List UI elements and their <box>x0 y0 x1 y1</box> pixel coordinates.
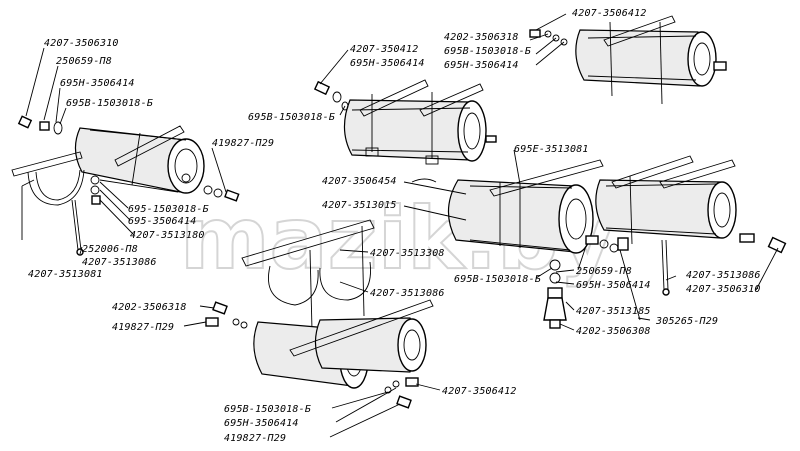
label-a5: 419827-П29 <box>212 138 274 149</box>
label-d13: 305265-П29 <box>655 316 718 327</box>
label-b2: 695Н-3506414 <box>350 58 425 69</box>
label-d2: 4207-3506454 <box>322 176 397 187</box>
label-e1: 4202-3506318 <box>112 302 187 313</box>
leader-lines <box>21 13 779 438</box>
air-receiver-upper-left <box>11 115 240 256</box>
label-a3: 695Н-3506414 <box>60 78 135 89</box>
label-c2: 4202-3506318 <box>444 32 519 43</box>
label-d12: 4202-3506308 <box>576 326 651 337</box>
label-e2: 419827-П29 <box>112 322 174 333</box>
label-e4: 695В-1503018-Б <box>224 404 311 415</box>
label-a9: 252006-П8 <box>82 244 138 255</box>
label-c1: 4207-3506412 <box>572 8 647 19</box>
label-d6: 4207-3513308 <box>370 248 445 259</box>
label-b1: 4207-350412 <box>350 44 418 55</box>
air-receiver-top-right <box>529 15 727 105</box>
label-a2: 250659-П8 <box>56 56 112 67</box>
air-receiver-right <box>595 155 787 296</box>
label-b3: 695В-1503018-Б <box>248 112 335 123</box>
air-receiver-middle-right <box>447 159 629 254</box>
label-c3: 695В-1503018-Б <box>444 46 531 57</box>
label-d1: 695Е-3513081 <box>514 144 589 155</box>
label-d8: 695В-1503018-Б <box>454 274 541 285</box>
label-a1: 4207-3506310 <box>44 38 119 49</box>
label-e6: 419827-П29 <box>224 433 286 444</box>
label-a7: 695-3506414 <box>128 216 196 227</box>
label-d7: 4207-3513086 <box>370 288 445 299</box>
label-d5: 4207-3506310 <box>686 284 761 295</box>
air-receiver-bottom-double <box>205 219 434 409</box>
label-a4: 695В-1503018-Б <box>66 98 153 109</box>
label-d9: 250659-П8 <box>576 266 632 277</box>
label-e5: 695Н-3506414 <box>224 418 299 429</box>
label-d3: 4207-3513015 <box>322 200 397 211</box>
part-labels: 4207-3506310 250659-П8 695Н-3506414 695В… <box>28 8 761 444</box>
label-e3: 4207-3506412 <box>442 386 517 397</box>
label-a11: 4207-3513081 <box>28 269 103 280</box>
label-d10: 695Н-3506414 <box>576 280 651 291</box>
label-a10: 4207-3513086 <box>82 257 157 268</box>
label-a6: 695-1503018-Б <box>128 204 209 215</box>
label-d4: 4207-3513086 <box>686 270 761 281</box>
label-a8: 4207-3513180 <box>130 230 205 241</box>
air-receiver-top-center <box>313 79 497 165</box>
valve-fittings-center <box>543 245 641 329</box>
label-c4: 695Н-3506414 <box>444 60 519 71</box>
label-d11: 4207-3513185 <box>576 306 651 317</box>
